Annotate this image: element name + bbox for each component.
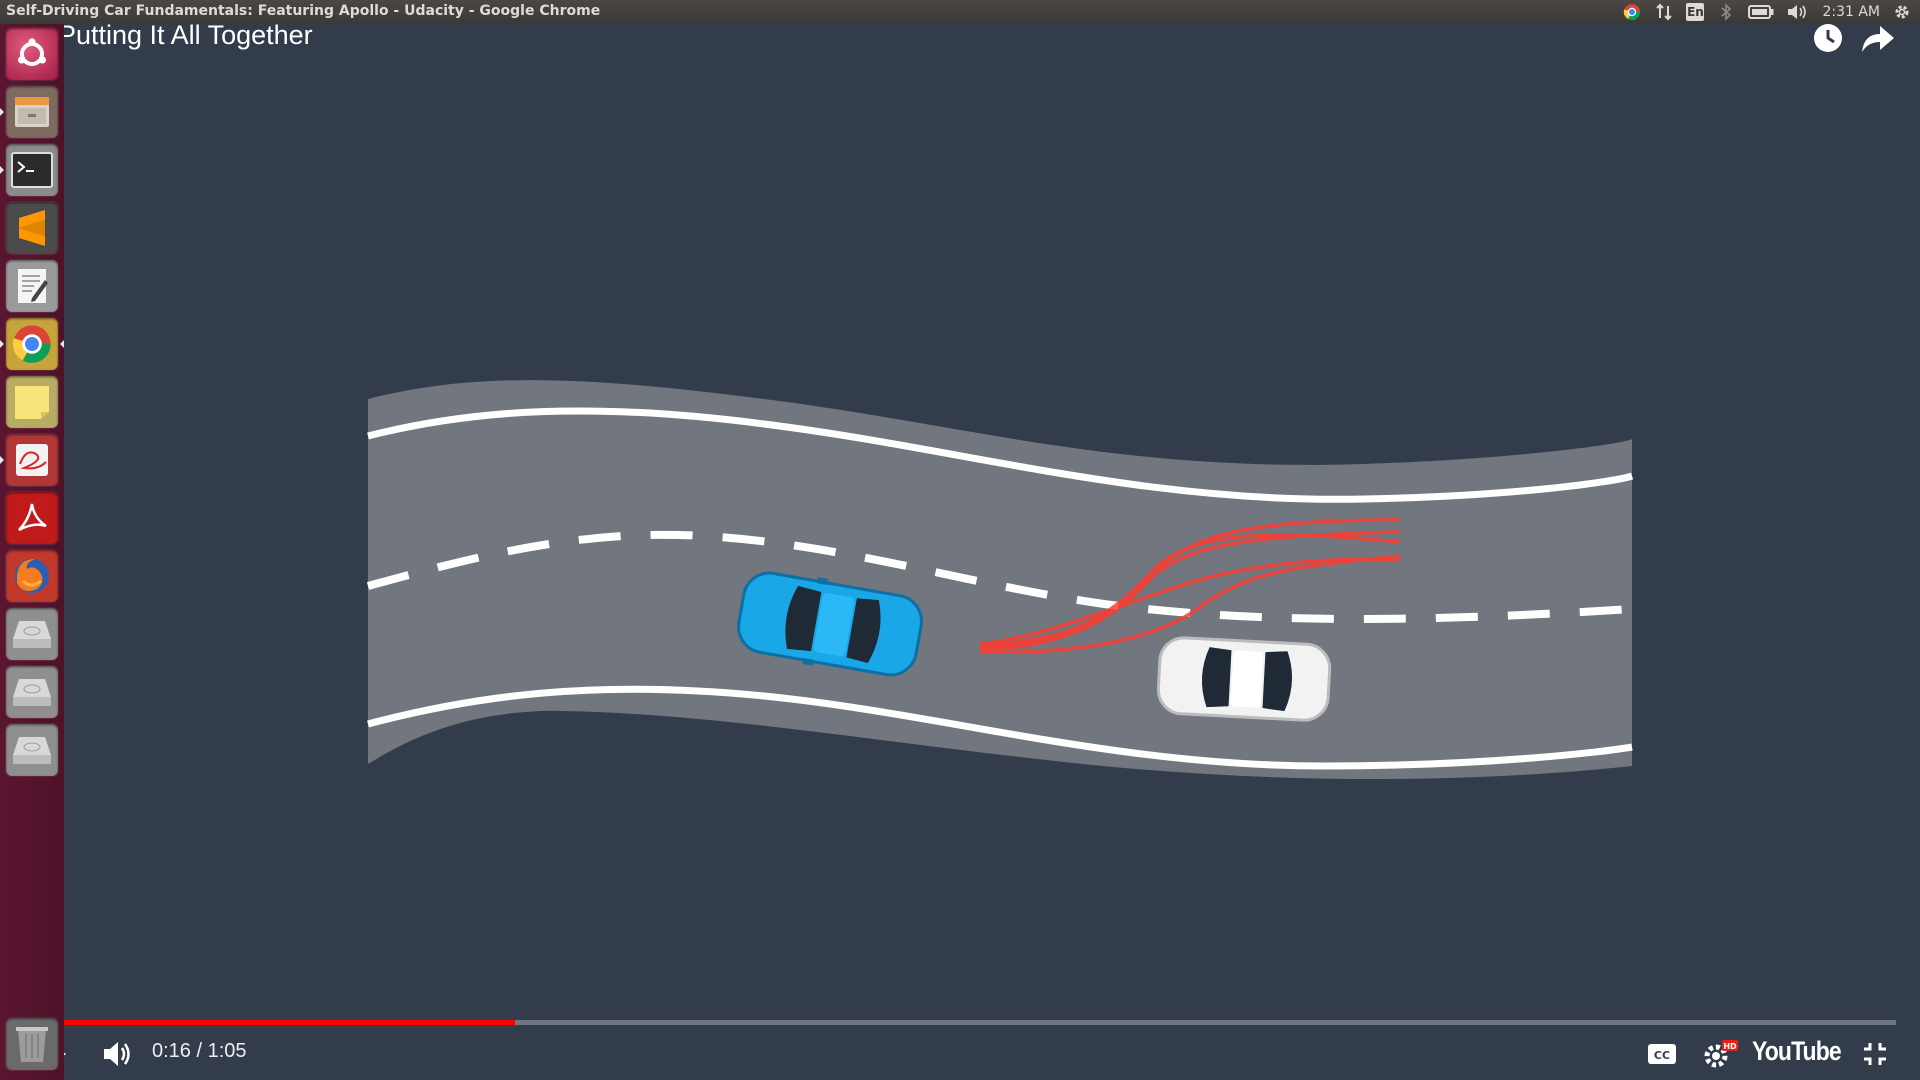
ego-vehicle [737, 571, 923, 677]
firefox-launcher[interactable] [6, 550, 58, 602]
settings-gear-icon: HD [1704, 1040, 1738, 1068]
active-indicator [60, 340, 64, 348]
chrome-icon [12, 325, 51, 363]
top-panel: Self-Driving Car Fundamentals: Featuring… [0, 0, 1920, 24]
launcher [0, 24, 65, 1080]
youtube-logo[interactable]: YouTube [1752, 1036, 1842, 1066]
system-tray: En 2:31 AM [1622, 2, 1912, 22]
sublime-text-icon [19, 210, 45, 246]
running-indicator [0, 456, 4, 464]
svg-text:CC: CC [1654, 1049, 1670, 1062]
exit-fullscreen-icon [1864, 1043, 1886, 1065]
acrobat-icon [18, 503, 47, 532]
video-player[interactable]: Putting It All Together 0:16 / 1:05 CC H… [64, 24, 1920, 1080]
video-frame[interactable] [64, 24, 1920, 1080]
network-icon[interactable] [1654, 2, 1674, 22]
upper-lane-line [367, 407, 1634, 503]
settings-button[interactable]: HD [1700, 1036, 1740, 1072]
trajectory-line [979, 533, 1401, 650]
trajectory-line [979, 557, 1401, 646]
time-display: 0:16 / 1:05 [152, 1040, 247, 1062]
battery-icon[interactable] [1748, 2, 1774, 22]
keyboard-layout-indicator[interactable]: En [1686, 3, 1705, 21]
trajectory-line [979, 518, 1401, 652]
document-viewer-icon [16, 444, 48, 476]
volume-button[interactable] [100, 1038, 136, 1070]
running-indicator [0, 108, 4, 116]
document-viewer-launcher[interactable] [6, 434, 58, 486]
road-surface [368, 380, 1632, 780]
files-launcher[interactable] [6, 86, 58, 138]
share-arrow-icon[interactable] [1858, 24, 1898, 64]
svg-text:HD: HD [1723, 1042, 1737, 1051]
text-editor-launcher[interactable] [6, 260, 58, 312]
trajectory-line [979, 554, 1401, 654]
candidate-trajectories [979, 518, 1401, 654]
trash-icon [16, 1027, 48, 1062]
sticky-note-icon [15, 386, 49, 419]
trash-launcher[interactable] [6, 1018, 58, 1070]
play-button[interactable] [64, 1036, 70, 1072]
other-vehicle [1156, 636, 1332, 722]
file-cabinet-icon [15, 97, 49, 127]
progress-bar[interactable] [64, 1020, 1896, 1025]
sublime-text-launcher[interactable] [6, 202, 58, 254]
player-controls: 0:16 / 1:05 CC HD YouTube [64, 1028, 1920, 1080]
acrobat-reader-launcher[interactable] [6, 492, 58, 544]
terminal-icon [11, 152, 53, 188]
volume-icon [104, 1042, 130, 1066]
video-title[interactable]: Putting It All Together [64, 24, 313, 50]
hard-drive-icon [13, 679, 51, 706]
firefox-icon [15, 559, 49, 593]
volume-icon[interactable] [1786, 2, 1810, 22]
terminal-launcher[interactable] [6, 144, 58, 196]
running-indicator [0, 166, 4, 174]
progress-played [64, 1020, 515, 1025]
chrome-tray-icon[interactable] [1622, 2, 1642, 22]
lower-lane-line [367, 685, 1633, 770]
drive-2-launcher[interactable] [6, 666, 58, 718]
hard-drive-icon [13, 737, 51, 764]
window-title: Self-Driving Car Fundamentals: Featuring… [6, 3, 601, 19]
ubuntu-dash-button[interactable] [6, 28, 58, 80]
drive-1-launcher[interactable] [6, 608, 58, 660]
settings-gear-icon[interactable] [1892, 2, 1912, 22]
play-icon [64, 1052, 66, 1056]
subtitles-button[interactable]: CC [1644, 1038, 1680, 1070]
center-dashed-line [366, 530, 1633, 624]
sticky-notes-launcher[interactable] [6, 376, 58, 428]
exit-fullscreen-button[interactable] [1858, 1038, 1892, 1070]
hard-drive-icon [13, 621, 51, 648]
drive-3-launcher[interactable] [6, 724, 58, 776]
running-indicator [0, 340, 4, 348]
bluetooth-icon[interactable] [1716, 2, 1736, 22]
chrome-launcher[interactable] [6, 318, 58, 370]
ubuntu-logo-icon [18, 38, 46, 66]
closed-captions-icon: CC [1648, 1044, 1676, 1064]
clock[interactable]: 2:31 AM [1822, 4, 1880, 20]
text-editor-icon [18, 269, 48, 303]
watch-later-clock-icon[interactable] [1808, 24, 1848, 64]
